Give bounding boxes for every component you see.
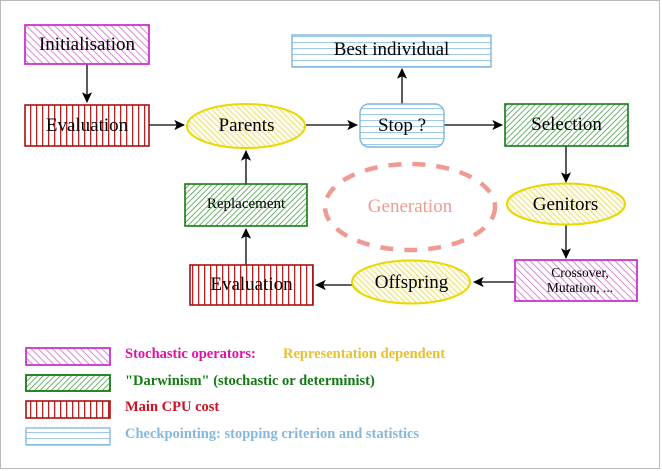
- node-parents-shape[interactable]: [186, 103, 306, 149]
- node-evaluation-bottom-shape[interactable]: [189, 264, 314, 306]
- node-replacement-shape[interactable]: [184, 183, 308, 227]
- legend-label-main-cpu-cost: Main CPU cost: [125, 399, 220, 415]
- legend-swatch-checkpointing: [25, 427, 111, 446]
- legend-label-checkpointing: Checkpointing: stopping criterion and st…: [125, 426, 420, 442]
- node-generation-shape: [322, 161, 498, 253]
- node-best-individual-shape[interactable]: [291, 34, 492, 68]
- legend-swatch-darwinism: [25, 374, 111, 392]
- node-initialisation-shape[interactable]: [24, 24, 150, 65]
- legend-swatch-stochastic: [25, 347, 111, 366]
- node-offspring-shape[interactable]: [351, 259, 471, 305]
- node-stop-shape[interactable]: [359, 103, 445, 148]
- legend-label-representation-dependent: Representation dependent: [283, 346, 446, 362]
- node-selection-shape[interactable]: [504, 103, 629, 147]
- node-crossover-shape[interactable]: [514, 259, 638, 302]
- edges-group: [81, 64, 572, 291]
- node-genitors-shape[interactable]: [506, 182, 626, 226]
- legend-swatch-cpu-cost: [25, 400, 111, 419]
- node-evaluation-top-shape[interactable]: [24, 104, 150, 147]
- legend-swatches: [25, 347, 111, 446]
- legend-label-darwinism: "Darwinism" (stochastic or determinist): [125, 373, 375, 389]
- legend-label-stochastic-operators: Stochastic operators:: [125, 346, 256, 362]
